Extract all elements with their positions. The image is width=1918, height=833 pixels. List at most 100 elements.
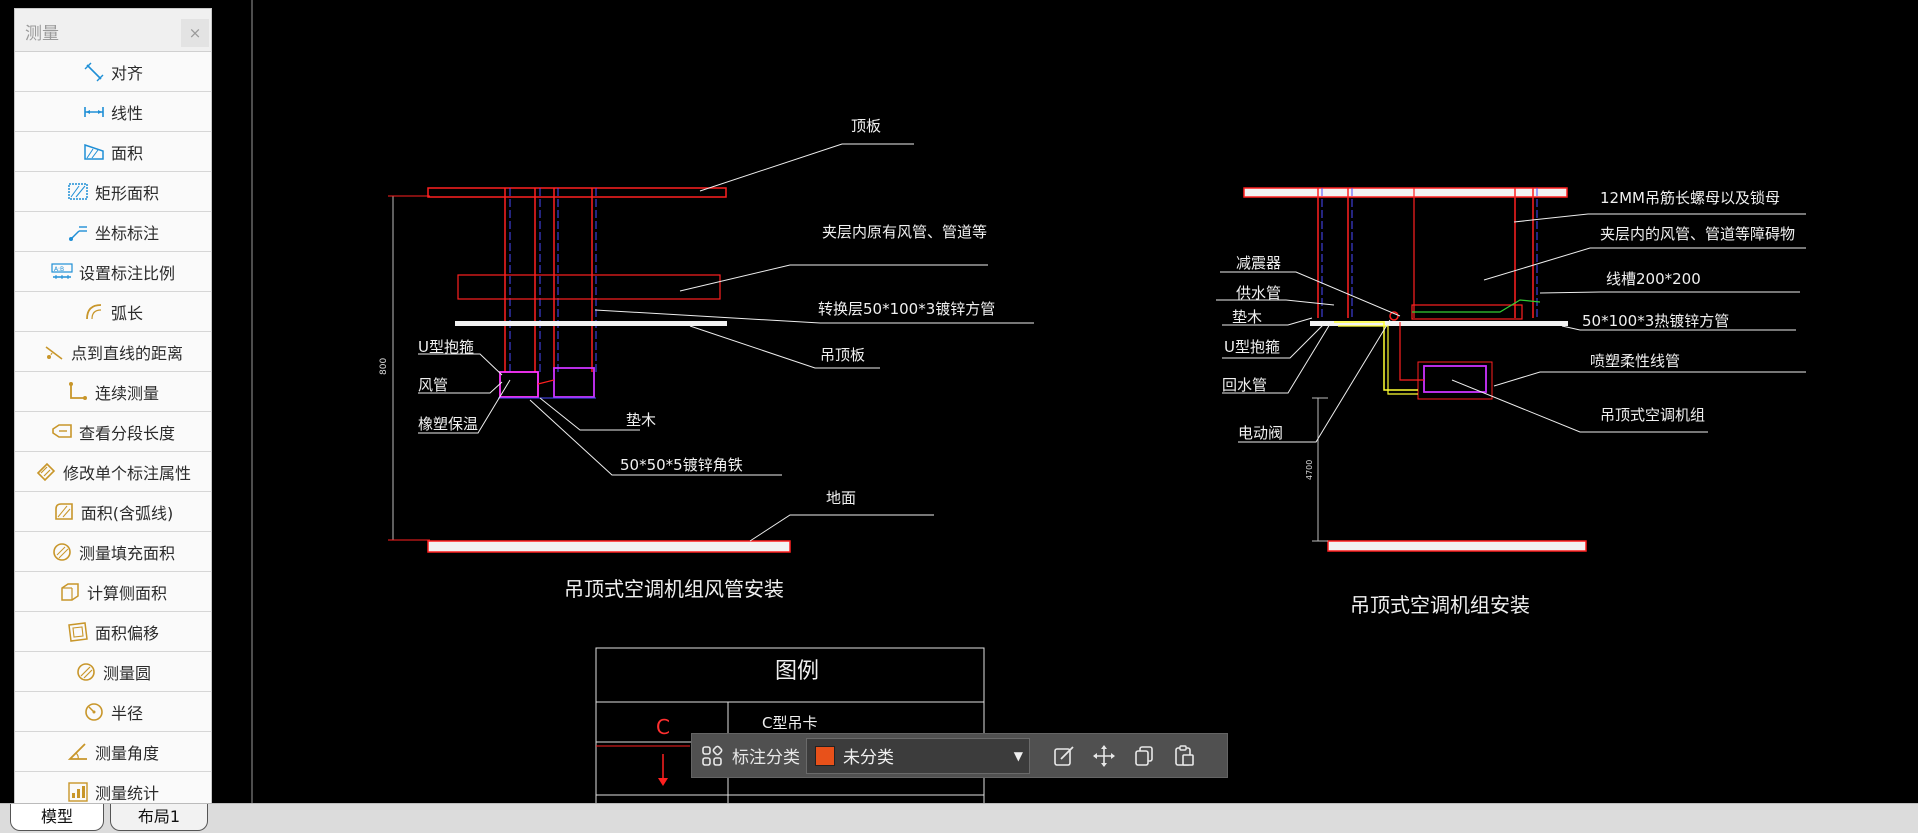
- angle-icon: [67, 742, 87, 760]
- category-color-swatch: [815, 745, 835, 766]
- tool-segment-length[interactable]: 查看分段长度: [15, 412, 211, 452]
- tool-label: 计算侧面积: [86, 583, 167, 603]
- svg-text:回水管: 回水管: [1222, 376, 1267, 394]
- svg-text:12MM吊筋长螺母以及锁母: 12MM吊筋长螺母以及锁母: [1600, 189, 1780, 207]
- svg-text:U型抱箍: U型抱箍: [418, 338, 474, 356]
- tool-label: 连续测量: [94, 383, 159, 403]
- arc-area-icon: [54, 502, 73, 520]
- tool-radius[interactable]: 半径: [15, 692, 211, 732]
- side-area-icon: [61, 582, 79, 601]
- tool-label: 修改单个标注属性: [62, 463, 191, 483]
- circle-measure-icon: [77, 662, 95, 681]
- tool-label: 测量圆: [102, 663, 151, 683]
- area-offset-icon: [68, 621, 88, 642]
- measure-panel: 测量 × 对齐 线性 面积 矩形面积 坐标标注 A:B 设置标注比例 弧长 点到…: [14, 8, 212, 813]
- close-icon[interactable]: ×: [181, 19, 209, 47]
- tool-edit-dimension[interactable]: 修改单个标注属性: [15, 452, 211, 492]
- category-select[interactable]: 未分类 ▼: [806, 737, 1030, 774]
- svg-text:U型抱箍: U型抱箍: [1224, 338, 1280, 356]
- edit-icon[interactable]: [1044, 736, 1084, 776]
- point-line-distance-icon: [45, 345, 63, 360]
- tool-area-offset[interactable]: 面积偏移: [15, 612, 211, 652]
- tab-layout1[interactable]: 布局1: [110, 804, 208, 831]
- tool-linear[interactable]: 线性: [15, 92, 211, 132]
- svg-text:吊顶式空调机组安装: 吊顶式空调机组安装: [1350, 593, 1530, 617]
- continuous-measure-icon: [68, 381, 87, 400]
- svg-text:吊顶式空调机组风管安装: 吊顶式空调机组风管安装: [564, 577, 784, 601]
- tool-area[interactable]: 面积: [15, 132, 211, 172]
- svg-text:顶板: 顶板: [851, 117, 881, 135]
- aligned-dimension-icon: [84, 62, 104, 81]
- tool-circle-measure[interactable]: 测量圆: [15, 652, 211, 692]
- svg-text:减震器: 减震器: [1236, 254, 1281, 272]
- tool-label: 弧长: [110, 303, 143, 323]
- grid-icon[interactable]: [692, 736, 732, 776]
- svg-text:50*50*5镀锌角铁: 50*50*5镀锌角铁: [620, 456, 743, 474]
- tool-rect-area[interactable]: 矩形面积: [15, 172, 211, 212]
- scale-icon: A:B: [51, 262, 73, 279]
- tool-point-line-distance[interactable]: 点到直线的距离: [15, 332, 211, 372]
- panel-header: 测量 ×: [15, 9, 211, 52]
- tool-fill-area[interactable]: 测量填充面积: [15, 532, 211, 572]
- annotation-toolbar: 标注分类 未分类 ▼: [691, 733, 1228, 778]
- tool-label: 测量角度: [94, 743, 159, 763]
- svg-text:风管: 风管: [418, 376, 448, 394]
- fill-area-icon: [53, 542, 71, 561]
- tool-continuous-measure[interactable]: 连续测量: [15, 372, 211, 412]
- tool-label: 查看分段长度: [78, 423, 175, 443]
- category-label: 标注分类: [732, 748, 800, 768]
- svg-text:C型吊卡: C型吊卡: [762, 714, 817, 732]
- tool-side-area[interactable]: 计算侧面积: [15, 572, 211, 612]
- tool-angle[interactable]: 测量角度: [15, 732, 211, 772]
- segment-length-icon: [52, 423, 72, 438]
- svg-text:地面: 地面: [826, 489, 856, 507]
- tool-label: 坐标标注: [94, 223, 159, 243]
- move-icon[interactable]: [1084, 736, 1124, 776]
- right-drawing: 12MM吊筋长螺母以及锁母 夹层内的风管、管道等障碍物 减震器 供水管 线槽20…: [1216, 187, 1806, 617]
- tool-label: 面积(含弧线): [80, 503, 174, 523]
- tool-aligned[interactable]: 对齐: [15, 52, 211, 92]
- layout-tabbar: 模型 布局1: [0, 803, 1918, 833]
- svg-text:垫木: 垫木: [1232, 308, 1262, 326]
- svg-text:垫木: 垫木: [626, 411, 656, 429]
- svg-text:C: C: [656, 715, 670, 739]
- copy-icon[interactable]: [1124, 736, 1164, 776]
- svg-text:吊顶式空调机组: 吊顶式空调机组: [1600, 406, 1705, 424]
- tool-scale[interactable]: A:B 设置标注比例: [15, 252, 211, 292]
- svg-text:A:B: A:B: [54, 266, 64, 273]
- rect-area-icon: [68, 182, 88, 200]
- radius-icon: [85, 702, 103, 721]
- tool-label: 半径: [110, 703, 143, 723]
- tool-label: 测量统计: [94, 783, 159, 803]
- cad-canvas[interactable]: 顶板 夹层内原有风管、管道等 转换层50*100*3镀锌方管 吊顶板 U型抱箍 …: [0, 0, 1918, 805]
- statistics-icon: [68, 781, 88, 802]
- tool-label: 线性: [110, 103, 143, 123]
- left-drawing: 顶板 夹层内原有风管、管道等 转换层50*100*3镀锌方管 吊顶板 U型抱箍 …: [379, 117, 1034, 601]
- legend-table: 图例 C C型吊卡: [595, 647, 985, 805]
- svg-text:吊顶板: 吊顶板: [820, 346, 865, 364]
- tool-label: 对齐: [110, 63, 143, 83]
- arc-length-icon: [86, 303, 102, 319]
- svg-text:夹层内原有风管、管道等: 夹层内原有风管、管道等: [822, 223, 987, 241]
- svg-text:800: 800: [379, 358, 389, 375]
- tool-label: 设置标注比例: [78, 263, 175, 283]
- paste-icon[interactable]: [1164, 736, 1204, 776]
- category-selected: 未分类: [843, 748, 894, 768]
- tool-arc-area[interactable]: 面积(含弧线): [15, 492, 211, 532]
- svg-text:50*100*3热镀锌方管: 50*100*3热镀锌方管: [1582, 312, 1729, 330]
- tab-model[interactable]: 模型: [10, 804, 104, 831]
- svg-text:橡塑保温: 橡塑保温: [418, 415, 478, 433]
- tool-label: 测量填充面积: [78, 543, 175, 563]
- tool-label: 面积偏移: [94, 623, 159, 643]
- svg-text:图例: 图例: [775, 659, 819, 684]
- svg-text:4700: 4700: [1305, 460, 1314, 480]
- svg-text:电动阀: 电动阀: [1238, 424, 1283, 442]
- tool-arc-length[interactable]: 弧长: [15, 292, 211, 332]
- tool-coordinate[interactable]: 坐标标注: [15, 212, 211, 252]
- svg-text:喷塑柔性线管: 喷塑柔性线管: [1590, 352, 1680, 370]
- tool-label: 面积: [110, 143, 143, 163]
- svg-text:转换层50*100*3镀锌方管: 转换层50*100*3镀锌方管: [818, 300, 995, 318]
- panel-title: 测量: [25, 24, 59, 44]
- chevron-down-icon: ▼: [1013, 748, 1023, 763]
- area-icon: [84, 143, 104, 160]
